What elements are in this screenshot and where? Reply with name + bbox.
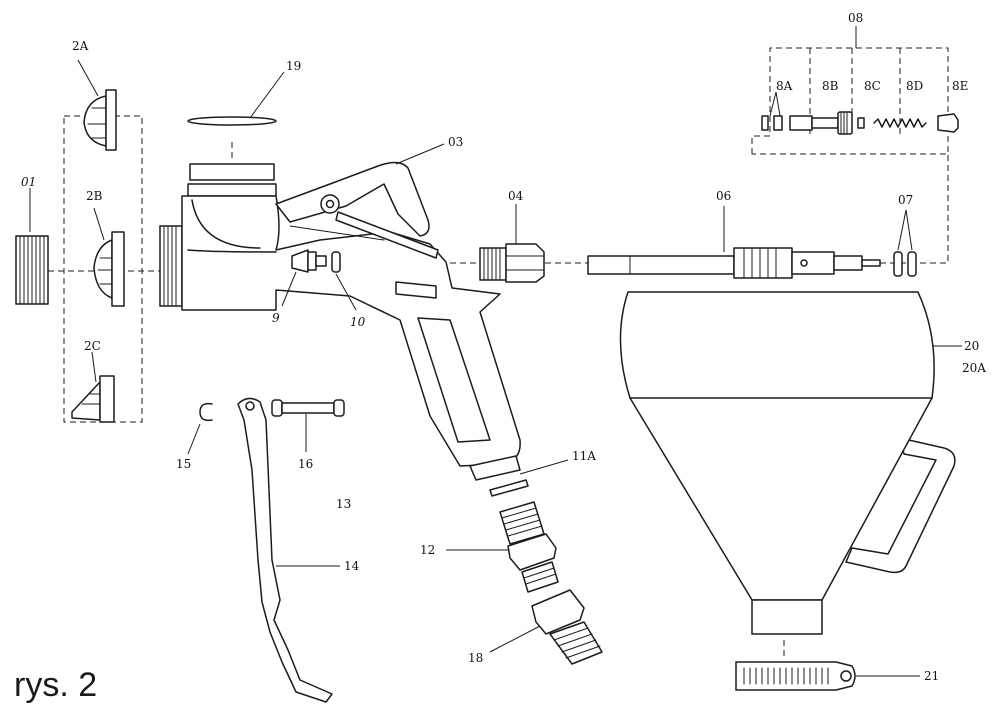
part-18-hose-barb	[531, 589, 603, 665]
part-11a-gasket	[489, 479, 529, 497]
label-07: 07	[898, 193, 913, 207]
label-8d: 8D	[906, 79, 923, 93]
part-2b-nozzle	[93, 231, 125, 307]
part-19-oring	[187, 116, 277, 126]
label-9: 9	[272, 311, 280, 325]
label-20: 20	[964, 339, 979, 353]
label-03: 03	[448, 135, 463, 149]
label-12: 12	[420, 543, 435, 557]
part-01-knurled-cap	[15, 235, 49, 305]
center-axis-end	[880, 154, 949, 264]
label-8c: 8C	[864, 79, 881, 93]
label-11a: 11A	[572, 449, 596, 463]
label-13: 13	[336, 497, 351, 511]
part-03-trigger	[275, 161, 439, 259]
label-20a: 20A	[962, 361, 986, 375]
label-01: 01	[21, 175, 36, 189]
label-19: 19	[286, 59, 301, 73]
part-14-lever	[237, 397, 333, 703]
label-2c: 2C	[84, 339, 101, 353]
label-18: 18	[468, 651, 483, 665]
figure-caption: rys. 2	[14, 666, 97, 704]
part-16-pin	[271, 399, 345, 417]
group-08-box	[751, 47, 949, 155]
label-06: 06	[716, 189, 731, 203]
label-2b: 2B	[86, 189, 103, 203]
part-9-valve	[291, 249, 327, 273]
label-15: 15	[176, 457, 191, 471]
part-08-group	[751, 26, 959, 155]
label-04: 04	[508, 189, 524, 203]
label-14: 14	[344, 559, 360, 573]
part-10-seal	[331, 251, 341, 273]
part-07-ring-b	[907, 251, 917, 277]
part-04-fitting	[479, 243, 545, 283]
label-08: 08	[848, 11, 863, 25]
part-gun-body	[159, 163, 521, 481]
part-2c-nozzle	[71, 375, 115, 423]
label-10: 10	[350, 315, 366, 329]
label-8a: 8A	[776, 79, 793, 93]
part-07-ring-a	[893, 251, 903, 277]
label-21: 21	[924, 669, 939, 683]
label-8e: 8E	[952, 79, 968, 93]
label-8b: 8B	[822, 79, 839, 93]
part-21-strainer	[735, 661, 856, 691]
part-12-nipple	[499, 501, 559, 593]
part-15-clip	[199, 402, 213, 422]
part-20-hopper	[619, 291, 956, 635]
label-2a: 2A	[72, 39, 89, 53]
part-06-needle-tube	[587, 247, 881, 279]
part-2a-nozzle	[83, 89, 117, 151]
label-16: 16	[298, 457, 313, 471]
